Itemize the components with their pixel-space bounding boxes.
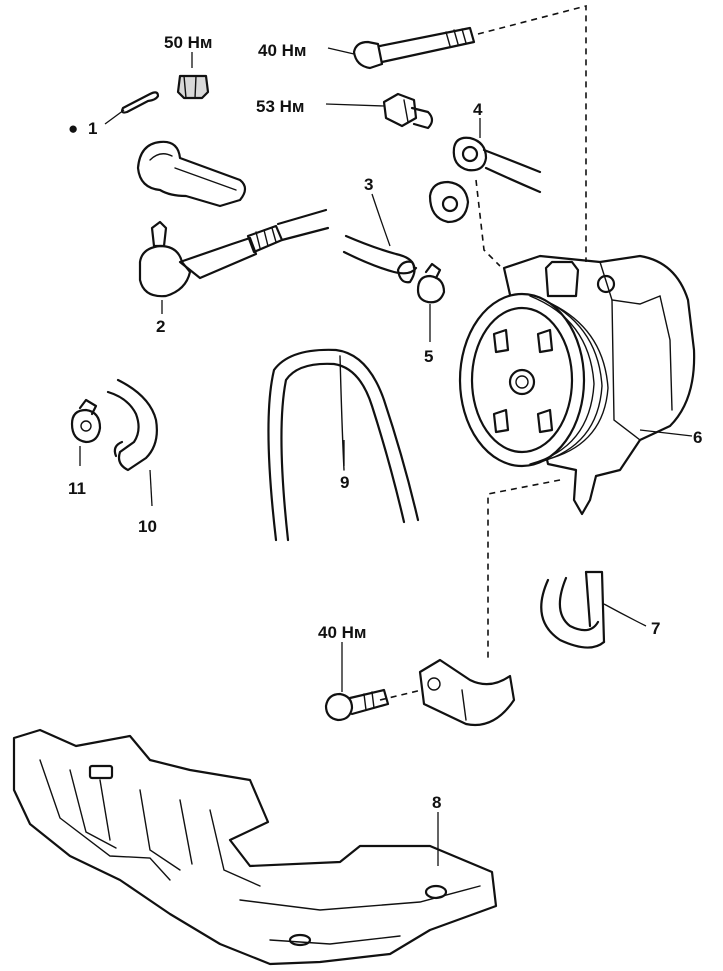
under-cover-part-8 bbox=[12, 728, 498, 966]
gasket-washer bbox=[428, 180, 470, 224]
hose-clamp-part-5 bbox=[416, 262, 446, 342]
torque-40-top-label: 40 Нм bbox=[258, 41, 307, 60]
part-11-label: 11 bbox=[68, 479, 86, 498]
part-10-label: 10 bbox=[138, 517, 157, 536]
torque-40-bottom-label: 40 Нм bbox=[318, 623, 367, 642]
part-3-label: 3 bbox=[364, 175, 373, 194]
assembly-lines bbox=[379, 4, 587, 701]
return-hose-part-3 bbox=[342, 193, 418, 284]
torque-53-label: 53 Нм bbox=[256, 97, 305, 116]
mounting-bracket bbox=[418, 658, 516, 727]
hose-part-10 bbox=[106, 378, 158, 507]
part-9-label: 9 bbox=[340, 473, 349, 492]
cotter-pin-part-1 bbox=[104, 91, 160, 125]
part-6-label: 6 bbox=[693, 428, 702, 447]
part-7-label: 7 bbox=[651, 619, 660, 638]
bottom-bolt bbox=[324, 642, 390, 722]
top-bolt bbox=[327, 26, 476, 70]
part-5-label: 5 bbox=[424, 347, 433, 366]
part-8-label: 8 bbox=[432, 793, 441, 812]
part-2-label: 2 bbox=[156, 317, 165, 336]
pressure-hose-part-4 bbox=[452, 118, 542, 194]
part-1-label: 1 bbox=[88, 119, 97, 138]
union-bolt bbox=[325, 92, 434, 130]
tie-rod-end-part-2 bbox=[138, 208, 330, 314]
knuckle-arm bbox=[136, 140, 247, 208]
part-1-marker: ● bbox=[68, 119, 78, 138]
drive-belt-part-9 bbox=[267, 348, 420, 542]
power-steering-pump-part-6 bbox=[458, 254, 696, 516]
suction-hose-part-7 bbox=[540, 570, 647, 649]
castle-nut bbox=[176, 52, 210, 100]
clamp-part-11 bbox=[70, 398, 102, 466]
torque-50-label: 50 Нм bbox=[164, 33, 213, 52]
part-4-label: 4 bbox=[473, 100, 483, 119]
